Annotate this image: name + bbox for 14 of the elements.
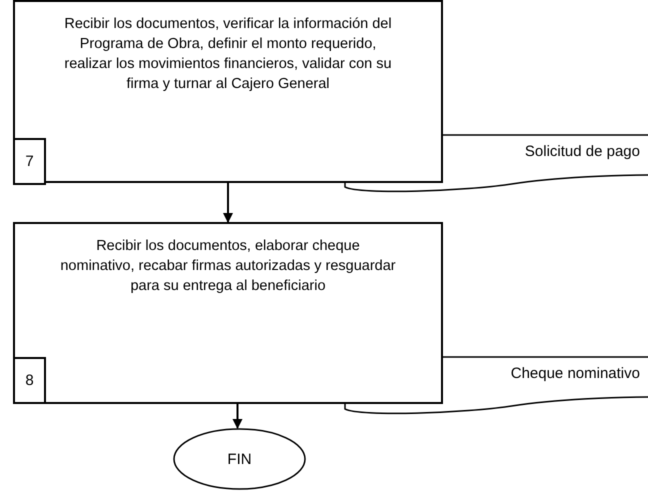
step-description: Recibir los documentos, verificar la información del Programa de Obra, definir el monto requerido, realizar los movimientos financieros, validar con su firma y turnar al Cajero General bbox=[63, 15, 393, 94]
terminator-ellipse bbox=[173, 428, 306, 490]
arrow bbox=[223, 183, 233, 223]
document-label: Solicitud de pago bbox=[524, 143, 640, 160]
process-box bbox=[13, 0, 443, 183]
process-box bbox=[13, 222, 443, 404]
arrow bbox=[232, 404, 242, 429]
step-number: 7 bbox=[13, 138, 46, 185]
terminator-label: FIN bbox=[227, 450, 252, 468]
step-number: 8 bbox=[13, 357, 46, 404]
step-description: Recibir los documentos, elaborar cheque nominativo, recabar firmas autorizadas y resguardar para su entrega al beneficiario bbox=[60, 237, 396, 296]
document-label: Cheque nominativo bbox=[510, 365, 640, 382]
document-shape bbox=[345, 355, 648, 415]
document-shape bbox=[345, 133, 648, 193]
